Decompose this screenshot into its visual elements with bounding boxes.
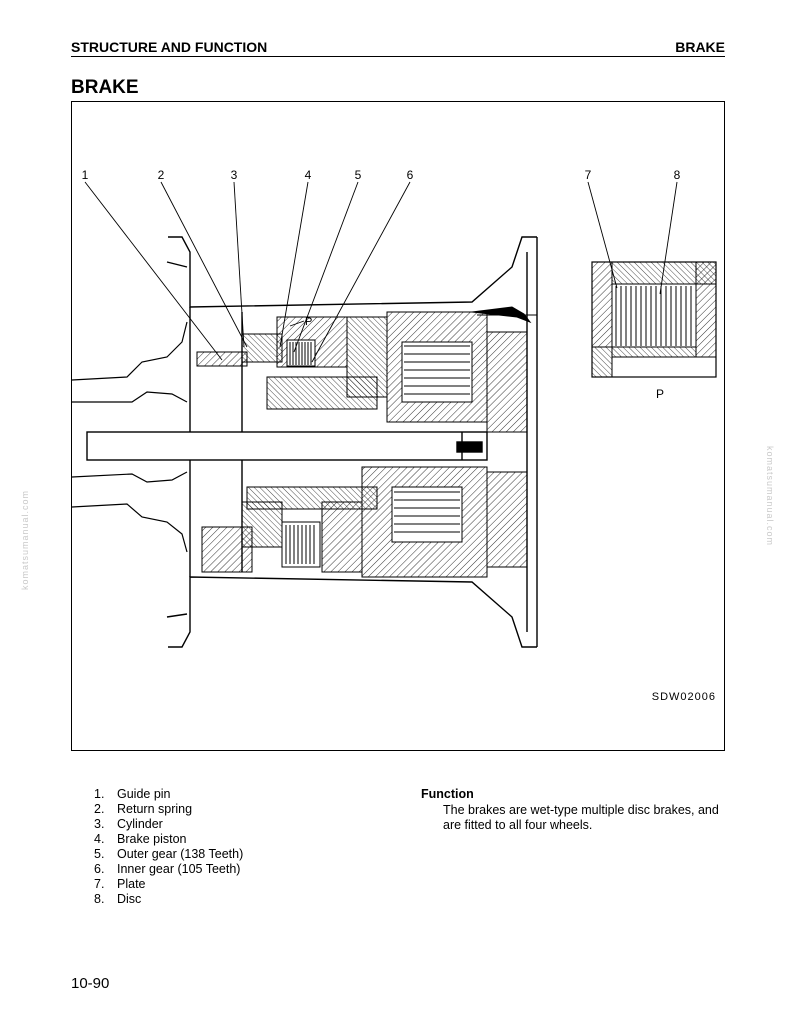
watermark-right: komatsumanual.com bbox=[765, 446, 775, 547]
callout-2: 2 bbox=[158, 168, 165, 182]
header-topic: BRAKE bbox=[675, 39, 725, 55]
callout-numbers: 1 2 3 4 5 6 7 8 bbox=[82, 168, 681, 182]
list-item: 1.Guide pin bbox=[94, 787, 171, 801]
detail-p-view bbox=[591, 261, 717, 378]
detail-label-p: P bbox=[656, 387, 664, 401]
callout-1: 1 bbox=[82, 168, 89, 182]
list-item: 7.Plate bbox=[94, 877, 146, 891]
brake-figure: 1 2 3 4 5 6 7 8 P P SDW02006 bbox=[71, 101, 725, 751]
callout-7: 7 bbox=[585, 168, 592, 182]
list-item: 4.Brake piston bbox=[94, 832, 187, 846]
callout-3: 3 bbox=[231, 168, 238, 182]
list-item: 3.Cylinder bbox=[94, 817, 163, 831]
callout-5: 5 bbox=[355, 168, 362, 182]
leader-lines bbox=[84, 181, 678, 363]
brake-assembly-upper bbox=[196, 306, 537, 433]
callout-8: 8 bbox=[674, 168, 681, 182]
page-number: 10-90 bbox=[71, 975, 110, 992]
brake-assembly-lower bbox=[201, 466, 528, 578]
watermark-left: komatsumanual.com bbox=[20, 489, 30, 590]
function-text: The brakes are wet-type multiple disc br… bbox=[443, 803, 719, 832]
callout-6: 6 bbox=[407, 168, 414, 182]
detail-marker-p: P bbox=[305, 316, 312, 328]
page-title: BRAKE bbox=[71, 77, 139, 98]
list-item: 2.Return spring bbox=[94, 802, 193, 816]
list-item: 8.Disc bbox=[94, 892, 142, 906]
list-item: 6.Inner gear (105 Teeth) bbox=[94, 862, 241, 876]
wheel-hub-housing bbox=[166, 236, 538, 648]
axle-housing-left bbox=[72, 321, 188, 553]
parts-list: 1.Guide pin 2.Return spring 3.Cylinder 4… bbox=[94, 787, 243, 907]
function-heading: Function bbox=[421, 787, 474, 801]
callout-4: 4 bbox=[305, 168, 312, 182]
brake-cross-section-drawing: 1 2 3 4 5 6 7 8 P P SDW02006 bbox=[72, 168, 717, 703]
drawing-code: SDW02006 bbox=[652, 691, 716, 703]
page-header: STRUCTURE AND FUNCTION BRAKE bbox=[71, 38, 725, 57]
list-item: 5.Outer gear (138 Teeth) bbox=[94, 847, 244, 861]
header-section: STRUCTURE AND FUNCTION bbox=[71, 39, 268, 55]
axle-shaft bbox=[86, 431, 488, 461]
